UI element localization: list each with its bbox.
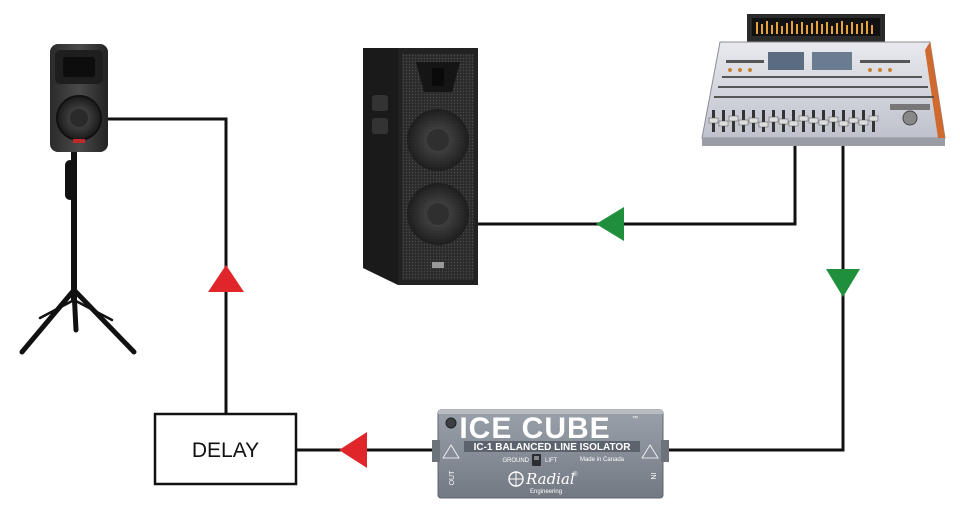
signal-lines bbox=[108, 117, 845, 452]
arrow-red-up bbox=[208, 265, 244, 292]
isolator-title: ICE CUBE bbox=[459, 412, 610, 445]
arrow-green-left bbox=[596, 207, 624, 241]
ground-lift-left-label: GROUND bbox=[502, 458, 529, 464]
arrow-green-down bbox=[826, 269, 860, 297]
isolator-trademark: ™ bbox=[632, 415, 638, 422]
line-console-to-isolator bbox=[663, 144, 845, 452]
line-delay-to-monitor-speaker bbox=[108, 117, 228, 414]
isolator-brand-sub: Engineering bbox=[530, 489, 562, 495]
isolator-brand: Radial bbox=[525, 470, 575, 488]
delay-unit: DELAY bbox=[153, 412, 298, 486]
isolator-screw bbox=[445, 417, 457, 429]
ground-lift-right-label: LIFT bbox=[545, 458, 558, 464]
arrow-red-left bbox=[339, 432, 367, 468]
isolator-made-in: Made in Canada bbox=[580, 457, 625, 463]
isolator-subtitle: IC-1 BALANCED LINE ISOLATOR bbox=[474, 442, 632, 453]
isolator-port-in: IN bbox=[649, 473, 656, 480]
monitor-speaker-on-stand bbox=[19, 44, 137, 355]
channel-strips bbox=[714, 60, 934, 98]
line-console-to-main-speaker bbox=[478, 144, 797, 226]
delay-box bbox=[153, 412, 298, 486]
isolator-brand-mark: ® bbox=[573, 471, 578, 478]
isolator-port-out: OUT bbox=[449, 470, 456, 486]
main-speaker-cabinet bbox=[363, 48, 478, 285]
balanced-line-isolator: ICE CUBE ™ IC-1 BALANCED LINE ISOLATOR M… bbox=[432, 409, 669, 499]
mixing-console bbox=[701, 14, 946, 146]
delay-label: DELAY bbox=[192, 439, 259, 462]
tripod-stand bbox=[19, 147, 137, 355]
